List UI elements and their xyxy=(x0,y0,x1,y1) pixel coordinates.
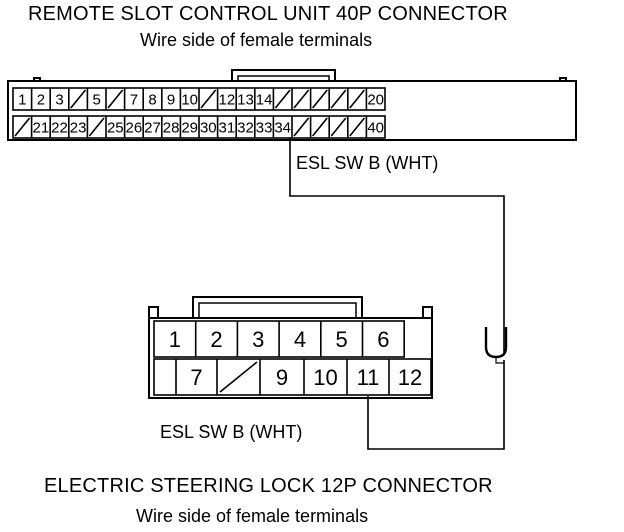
empty-cavity xyxy=(293,117,310,137)
terminal-2: 2 xyxy=(210,327,222,352)
terminal-27: 27 xyxy=(144,119,161,136)
terminal-14: 14 xyxy=(256,91,273,108)
terminal-2: 2 xyxy=(37,91,45,108)
terminal-20: 20 xyxy=(367,91,384,108)
terminal-21: 21 xyxy=(33,119,50,136)
junction-symbol xyxy=(484,327,508,359)
empty-cavity xyxy=(107,89,124,109)
terminal-7: 7 xyxy=(190,365,202,390)
terminal-26: 26 xyxy=(126,119,143,136)
empty-cavity xyxy=(88,117,105,137)
empty-cavity xyxy=(219,361,258,393)
wire-esl-sw-b-upper xyxy=(289,138,505,353)
terminal-22: 22 xyxy=(51,119,68,136)
connector-12p-key-left xyxy=(148,306,159,318)
terminal-10: 10 xyxy=(181,91,198,108)
terminal-1: 1 xyxy=(18,91,26,108)
connector-12p-latch xyxy=(192,296,363,318)
terminal-23: 23 xyxy=(70,119,87,136)
connector-12p-body xyxy=(148,317,433,399)
empty-cavity xyxy=(311,117,328,137)
terminal-31: 31 xyxy=(219,119,236,136)
empty-cavity xyxy=(330,117,347,137)
wire-label-bottom: ESL SW B (WHT) xyxy=(160,422,303,442)
terminal-30: 30 xyxy=(200,119,217,136)
connector-12p-row-2-frame xyxy=(153,358,432,396)
empty-cavity xyxy=(330,89,347,109)
wire-label-top: ESL SW B (WHT) xyxy=(296,153,439,173)
terminal-11: 11 xyxy=(357,365,380,390)
terminal-9: 9 xyxy=(276,365,288,390)
terminal-32: 32 xyxy=(237,119,254,136)
terminal-3: 3 xyxy=(55,91,63,108)
connector-40p-title: REMOTE SLOT CONTROL UNIT 40P CONNECTOR xyxy=(28,3,508,25)
terminal-40: 40 xyxy=(367,119,384,136)
connector-40p-key-right xyxy=(559,77,567,81)
wire-esl-sw-b-lower xyxy=(367,360,505,450)
empty-cavity xyxy=(311,89,328,109)
terminal-8: 8 xyxy=(148,91,156,108)
connector-40p-latch-inner xyxy=(237,75,330,81)
connector-12p-latch-inner xyxy=(198,302,357,318)
empty-cavity xyxy=(70,89,87,109)
empty-cavity xyxy=(200,89,217,109)
terminal-6: 6 xyxy=(377,327,389,352)
empty-cavity xyxy=(14,117,31,137)
terminal-25: 25 xyxy=(107,119,124,136)
connector-12p-subtitle: Wire side of female terminals xyxy=(136,506,369,526)
empty-cavity xyxy=(274,89,291,109)
terminal-13: 13 xyxy=(237,91,254,108)
connector-40p-body xyxy=(7,80,577,141)
terminal-29: 29 xyxy=(181,119,198,136)
terminal-34: 34 xyxy=(274,119,291,136)
terminal-1: 1 xyxy=(169,327,181,352)
empty-cavity xyxy=(349,89,366,109)
terminal-3: 3 xyxy=(252,327,264,352)
junction-stub xyxy=(495,357,504,364)
terminal-5: 5 xyxy=(336,327,348,352)
empty-cavity xyxy=(293,89,310,109)
connector-40p-latch xyxy=(231,69,336,81)
connector-12p-title: ELECTRIC STEERING LOCK 12P CONNECTOR xyxy=(44,475,493,497)
terminal-12: 12 xyxy=(219,91,236,108)
connector-40p-key-left xyxy=(33,77,41,81)
connector-40p-subtitle: Wire side of female terminals xyxy=(140,30,373,50)
terminal-5: 5 xyxy=(93,91,101,108)
empty-cavity xyxy=(349,117,366,137)
terminal-28: 28 xyxy=(163,119,180,136)
terminal-10: 10 xyxy=(313,365,337,390)
terminal-12: 12 xyxy=(398,365,422,390)
terminal-4: 4 xyxy=(294,327,306,352)
terminal-33: 33 xyxy=(256,119,273,136)
terminal-7: 7 xyxy=(130,91,138,108)
terminal-9: 9 xyxy=(167,91,175,108)
connector-12p-key-right xyxy=(422,306,433,318)
